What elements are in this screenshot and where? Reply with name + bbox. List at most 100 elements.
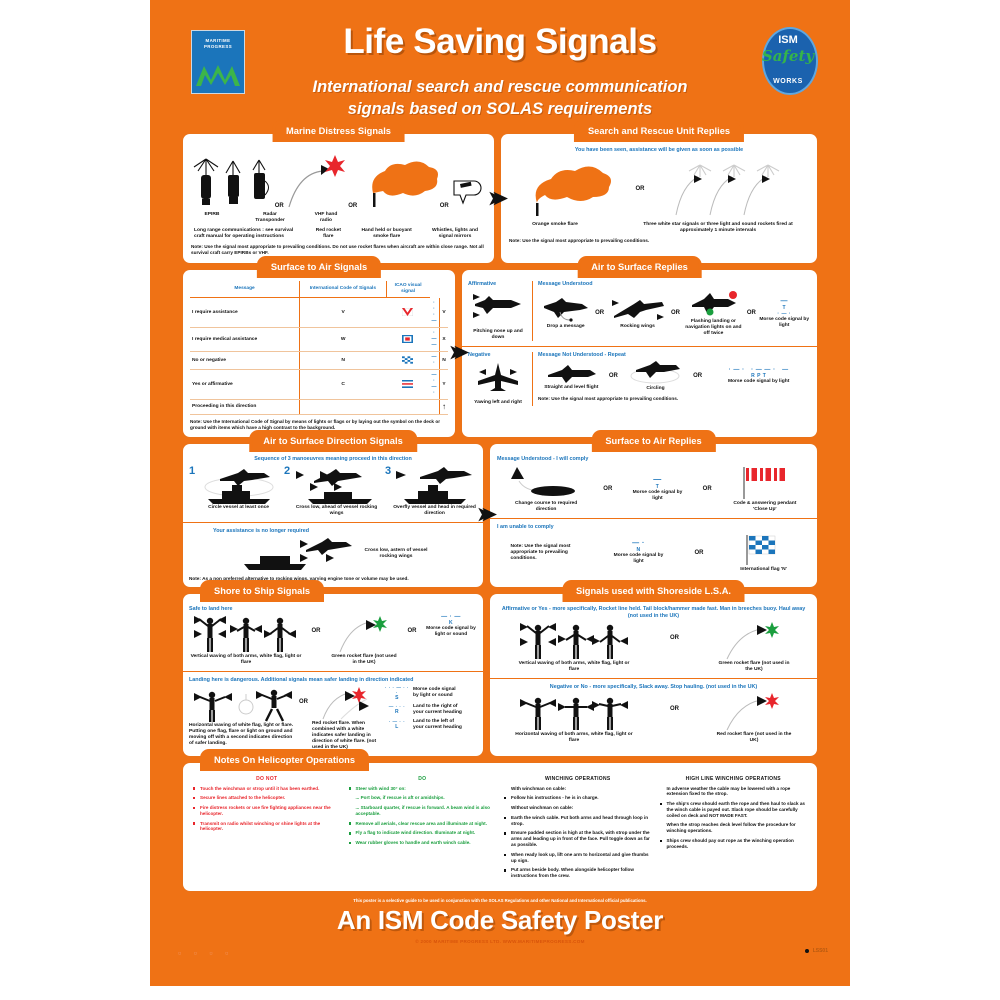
row0-message: I require assistance [190,297,300,328]
change-course-icon [511,466,576,496]
drop-message-caption: Drop a message [546,324,585,329]
step-number-1: 1 [189,464,196,477]
highline-heading: HIGH LINE WINCHING OPERATIONS [685,775,781,782]
horizontal-waving-caption: Horizontal waving of white flag, light o… [189,722,294,746]
list-item: Transmit on radio whilst winching or shi… [193,821,341,833]
distress-label-1: Radar Transponder [255,212,285,223]
col-icao: ICAO visual signal [385,281,430,298]
step-caption-2: Cross low, ahead of vessel rocking wings [295,504,378,516]
star-or-2: OR [702,485,712,492]
list-item: Steer with wind 30° on: [348,786,497,792]
distress-long-range-note: Long range communications : see survival… [194,228,294,239]
code-answering-pendant-icon [742,466,785,499]
winching-heading: WINCHING OPERATIONS [544,775,611,782]
footer-copyright: © 2000 MARITIME PROGRESS LTD. WWW.MARITI… [415,939,585,945]
lsa-red-rocket-group: Red rocket flare (not used in the UK) [715,692,793,744]
distress-note: Note: Use the signal most appropriate to… [191,244,484,255]
rocking-wings-icon-group: Rocking wings [608,296,668,330]
flashing-lights-icon-group: Flashing landing or navigation lights on… [683,289,743,337]
comply-morse-dash: — [653,475,662,484]
row2-icao: N [439,351,448,370]
footer-title: An ISM Code Safety Poster [336,905,664,936]
row1-code: W [299,327,387,352]
drop-message-icon-group: Drop a message [540,296,592,330]
comply-morse-letter: T [655,484,660,490]
table-row: Proceeding in this direction ↑ [190,399,448,415]
sru-right-caption: Three white star signals or three light … [643,222,793,233]
row2-morse: — · [429,351,440,370]
morse-pattern-not-understood: · — · · — — · — [728,367,789,373]
green-rocket-flare-icon [339,615,387,652]
safe-morse-pattern: — · — [441,613,461,620]
row0-icao: V [439,297,448,328]
vertical-waving-arms-icon [194,615,296,652]
star-or-3: OR [694,549,704,556]
helicopter-col-highline: HIGH LINE WINCHING OPERATIONS In adverse… [659,775,808,884]
row0-code: V [299,297,387,328]
panel-air-surface-direction: Air to Surface Direction Signals ➤ Seque… [181,432,497,587]
morse-letters-not-understood: R P T [751,373,767,379]
or-label-1: OR [274,203,284,209]
direction-sub: Sequence of 3 manoeuvres meaning proceed… [254,455,412,462]
list-item: When ready look up, lift one arm to hori… [504,852,652,864]
panel-tab-air-to-surface: Air to Surface Replies [580,259,699,275]
sru-orange-smoke [521,161,613,217]
danger-morse-0: · · · — · · · [384,684,410,695]
panel-tab-direction: Air to Surface Direction Signals [252,432,414,449]
morse-not-understood-group: · — · · — — · — R P T Morse code signal … [711,367,807,385]
list-item: Ships crew should pay out rope as the wi… [659,838,808,850]
distress-item-epirb [193,157,219,209]
flag-v-icon [402,308,414,317]
code-pendant-group: Code & answering pendant 'Close Up' [728,465,802,513]
distress-item-vhf-radio [248,157,274,209]
row1-message: I require medical assistance [190,327,300,352]
or-label-3: OR [439,203,449,209]
international-flag-n-icon [745,534,775,565]
panel-tab-surface-air-replies: Surface to Air Replies [594,432,713,449]
flag-w-icon [402,335,414,343]
list-item: Fire distress rockets or use fire fighti… [193,805,341,817]
ism-logo-bottom: WORKS [773,78,803,85]
circling-group: Circling [626,360,684,392]
horizontal-waving-flag-icon [194,689,292,722]
cross-low-astern-icon [244,537,352,570]
comply-morse-caption: Morse code signal by light [632,490,683,501]
plane-yaw-icon [468,361,528,398]
list-item: Secure lines attached to the helicopter. [193,795,341,801]
red-rocket-caption: Red rocket flare. When combined with a w… [312,720,377,750]
vertical-waving-group: Vertical waving of both arms, white flag… [189,614,303,666]
row1-flag [386,327,430,352]
distress-item-radar-transponder [220,157,246,209]
shore-or-1: OR [311,627,321,634]
lsa-green-rocket-caption: Green rocket flare (not used in the UK) [718,660,790,672]
distress-label-2: VHF hand radio [314,212,338,223]
lsa-vertical-waving-icon [520,622,628,659]
danger-morse-1: — · · · [388,704,406,709]
code-pendant-caption: Code & answering pendant 'Close Up' [733,500,797,512]
list-item: Touch the winchman or strop until it has… [193,786,341,792]
flag-n-caption: International flag 'N' [740,566,787,572]
lsa-negative-sub: Negative or No - more specifically, Slac… [549,683,758,690]
row-surface-air: Surface to Air Signals ➤ Message Interna… [150,259,850,437]
list-item: Put arms beside body. When alongside hel… [504,867,652,879]
panel-tab-shore-to-ship: Shore to Ship Signals [203,582,322,599]
safe-morse-caption: Morse code signal by light or sound [426,625,476,637]
table-row: No or negative N — · N [190,351,448,370]
panel-helicopter-notes: Notes On Helicopter Operations DO NOT To… [183,751,817,892]
lsa-red-rocket-caption: Red rocket flare (not used in the UK) [716,731,792,743]
flashing-lights-caption: Flashing landing or navigation lights on… [685,319,742,336]
lsa-or-2: OR [670,705,679,712]
danger-sub: Landing here is dangerous. Additional si… [189,676,414,683]
distress-item-smoke-flare [359,153,439,209]
step-number-2: 2 [284,464,291,477]
distress-label-4: Hand held or buoyant smoke flare [361,228,412,239]
flow-arrow-right-icon-3: ➤ [481,504,497,526]
flag-n-icon [402,356,414,364]
step-number-3: 3 [385,464,392,477]
col-code: International Code of Signals [299,281,387,298]
lsa-horizontal-waving-caption: Horizontal waving of both arms, white fl… [515,731,633,743]
list-item: Wear rubber gloves to handle and earth w… [348,840,497,846]
ism-logo-top: ISM [778,34,798,46]
star-or-1: OR [603,485,613,492]
